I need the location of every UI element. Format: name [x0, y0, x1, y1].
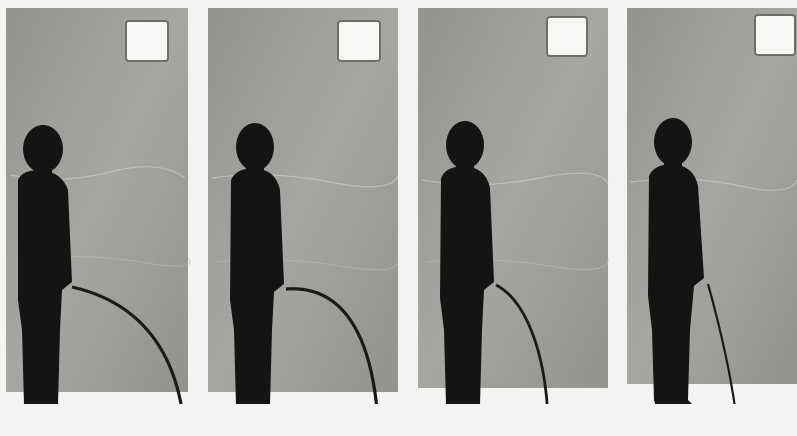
panel-3-window-square	[547, 17, 587, 56]
panel-4-window-square	[755, 15, 795, 55]
panel-1-window-square	[126, 21, 168, 61]
caption-strip	[0, 404, 797, 436]
panel-2-window-square	[338, 21, 380, 61]
